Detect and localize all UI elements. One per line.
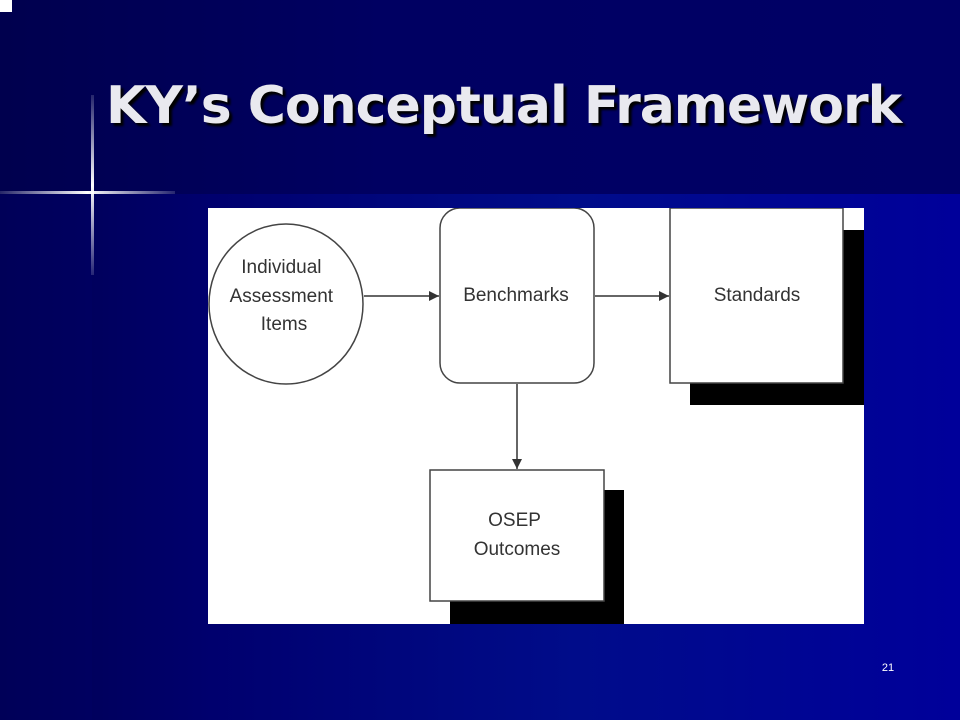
corner-square-decoration [0, 0, 12, 12]
crosshair-horizontal-line [0, 191, 175, 194]
framework-diagram-svg: Individual Assessment Items Benchmarks S… [208, 208, 864, 624]
node-individual-assessment-items-line-3: Items [261, 314, 307, 335]
node-standards: Standards [669, 208, 864, 405]
node-benchmarks: Benchmarks [439, 208, 595, 384]
node-individual-assessment-items-line-1: Individual [241, 257, 321, 278]
node-individual-assessment-items: Individual Assessment Items [208, 223, 364, 385]
framework-diagram: Individual Assessment Items Benchmarks S… [208, 208, 864, 624]
slide-title: KY’s Conceptual Framework [106, 76, 902, 136]
node-osep-outcomes-label: OSEP Outcomes [474, 510, 561, 560]
node-standards-shape [669, 208, 844, 384]
node-benchmarks-shape [439, 208, 595, 384]
node-standards-label: Standards [714, 285, 801, 306]
node-osep-outcomes-line-2: Outcomes [474, 539, 561, 560]
node-osep-outcomes-line-1: OSEP [488, 510, 540, 531]
title-band [0, 0, 960, 194]
node-individual-assessment-items-line-2: Assessment [230, 286, 334, 307]
page-number: 21 [881, 662, 895, 674]
node-individual-assessment-items-shape [208, 223, 364, 385]
node-osep-outcomes-shape [429, 469, 605, 602]
crosshair-vertical-line [91, 95, 94, 275]
node-osep-outcomes: OSEP Outcomes [429, 469, 624, 624]
node-benchmarks-label: Benchmarks [463, 285, 569, 306]
node-individual-assessment-items-label: Individual Assessment Items [230, 257, 339, 335]
